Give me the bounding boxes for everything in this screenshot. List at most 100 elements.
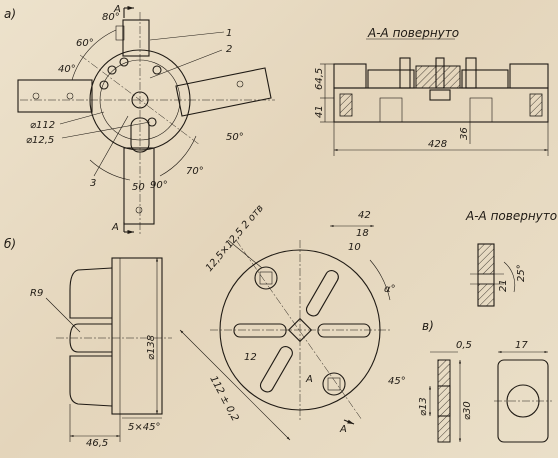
dim-w42: 42 bbox=[358, 210, 371, 221]
dim-h645: 64,5 bbox=[314, 68, 325, 90]
section-mark: А bbox=[339, 424, 347, 435]
hatch-block bbox=[339, 93, 353, 117]
dim-h41: 41 bbox=[314, 105, 325, 118]
leader-d112 bbox=[59, 111, 105, 125]
lower-pocket bbox=[379, 97, 403, 123]
dim-r112: 112 ± 0,2 bbox=[207, 374, 240, 423]
view-b-disc: 12,5×12,5 2 отв 42 18 10 α° 45° 12 112 ±… bbox=[179, 203, 406, 441]
bolt-hole bbox=[107, 65, 117, 75]
view-b-label: б) bbox=[4, 237, 16, 251]
hole-top-left bbox=[254, 266, 278, 290]
dim-chamfer: 5×45° bbox=[128, 422, 160, 433]
angle-arc bbox=[503, 261, 516, 293]
dim-a40: 40° bbox=[58, 64, 76, 75]
dim-w17: 17 bbox=[515, 340, 528, 351]
section-b-hatch bbox=[477, 243, 495, 275]
leader-r9 bbox=[45, 297, 81, 333]
bolt bbox=[465, 57, 477, 89]
leader-3 bbox=[93, 115, 129, 177]
callout-3: 3 bbox=[90, 178, 96, 189]
section-b-title: А-А повернуто bbox=[465, 209, 557, 223]
view-a-section: А-А повернуто 64,5 41 428 36 bbox=[314, 26, 549, 156]
left-jaw-hole bbox=[66, 92, 74, 100]
slot-lower bbox=[259, 345, 293, 393]
section-b-hatch bbox=[477, 283, 495, 307]
diagonal-centerline bbox=[79, 54, 201, 146]
bolt-hole bbox=[119, 57, 129, 67]
callout-2: 2 bbox=[226, 44, 232, 55]
top-jaw-notch bbox=[115, 25, 125, 41]
square-hole bbox=[327, 377, 341, 391]
dim-l428: 428 bbox=[428, 139, 447, 150]
dim-r9: R9 bbox=[30, 288, 43, 299]
bolt-hole bbox=[147, 117, 157, 127]
angle-arc bbox=[159, 135, 197, 177]
dim-w12: 12 bbox=[244, 352, 257, 363]
view-c-washer: в) ⌀13 ⌀30 0,5 17 bbox=[418, 319, 552, 443]
bolt-hole bbox=[152, 65, 162, 75]
lower-pocket bbox=[469, 97, 493, 123]
dim-l465: 46,5 bbox=[86, 438, 108, 449]
dim-a70: 70° bbox=[186, 166, 204, 177]
dim-line-112 bbox=[179, 329, 291, 441]
angle-arc bbox=[89, 159, 131, 181]
slot-left bbox=[233, 323, 287, 338]
dim-w18: 18 bbox=[356, 228, 369, 239]
leader-holes bbox=[227, 239, 263, 269]
slot-upper bbox=[305, 269, 339, 317]
dim-a80: 80° bbox=[102, 12, 120, 23]
dim-d112: ⌀112 bbox=[30, 120, 55, 131]
section-arrow bbox=[343, 419, 355, 425]
section-mark-top: А bbox=[113, 4, 121, 15]
dim-d138: ⌀138 bbox=[146, 335, 157, 360]
plate-body bbox=[111, 257, 163, 415]
dim-h36: 36 bbox=[459, 127, 470, 140]
callout-1: 1 bbox=[226, 28, 232, 39]
hatch-block bbox=[529, 93, 543, 117]
left-jaw-hole bbox=[32, 92, 40, 100]
dim-a50: 50° bbox=[226, 132, 244, 143]
section-a-title: А-А повернуто bbox=[367, 26, 459, 40]
dim-s21: 21 bbox=[498, 279, 509, 292]
view-c-label: в) bbox=[422, 319, 434, 333]
angle-arc bbox=[71, 29, 117, 81]
bottom-slot bbox=[130, 117, 150, 153]
leader-1 bbox=[149, 31, 225, 41]
left-jaw bbox=[17, 79, 93, 113]
bottom-jaw bbox=[123, 147, 155, 225]
dim-a45: 45° bbox=[388, 376, 406, 387]
right-jaw bbox=[175, 67, 272, 117]
square-hole bbox=[259, 271, 273, 285]
dim-w50: 50 bbox=[132, 182, 145, 193]
base-plate bbox=[333, 87, 549, 123]
dim-d30: ⌀30 bbox=[462, 401, 473, 420]
jaw-left bbox=[333, 63, 367, 89]
leader-2 bbox=[149, 49, 223, 79]
jaw-left-inner bbox=[367, 69, 415, 89]
view-a-plan: а) А А bbox=[4, 4, 275, 235]
jaw-upper bbox=[69, 267, 113, 319]
dim-alpha: α° bbox=[384, 284, 396, 295]
dim-w10: 10 bbox=[348, 242, 361, 253]
dim-d125: ⌀12,5 bbox=[26, 135, 54, 146]
center-square bbox=[287, 317, 313, 343]
dim-a60: 60° bbox=[76, 38, 94, 49]
dim-d13: ⌀13 bbox=[418, 397, 429, 416]
dim-s25: 25° bbox=[516, 264, 527, 282]
view-a-label: а) bbox=[4, 7, 16, 21]
jaw-right-inner bbox=[461, 69, 509, 89]
dim-a90: 90° bbox=[150, 180, 168, 191]
right-jaw-hole bbox=[236, 80, 244, 88]
washer-bore bbox=[437, 385, 451, 417]
angle-arc bbox=[369, 259, 391, 301]
washer-section bbox=[437, 359, 451, 443]
bolt bbox=[435, 57, 445, 89]
slot-right bbox=[317, 323, 371, 338]
jaw-lower bbox=[69, 355, 113, 407]
dim-t05: 0,5 bbox=[456, 340, 472, 351]
bolt bbox=[399, 57, 411, 89]
jaw-middle bbox=[69, 323, 112, 353]
jaw-right bbox=[509, 63, 549, 89]
view-b-section: А-А повернуто 21 25° bbox=[465, 209, 557, 307]
